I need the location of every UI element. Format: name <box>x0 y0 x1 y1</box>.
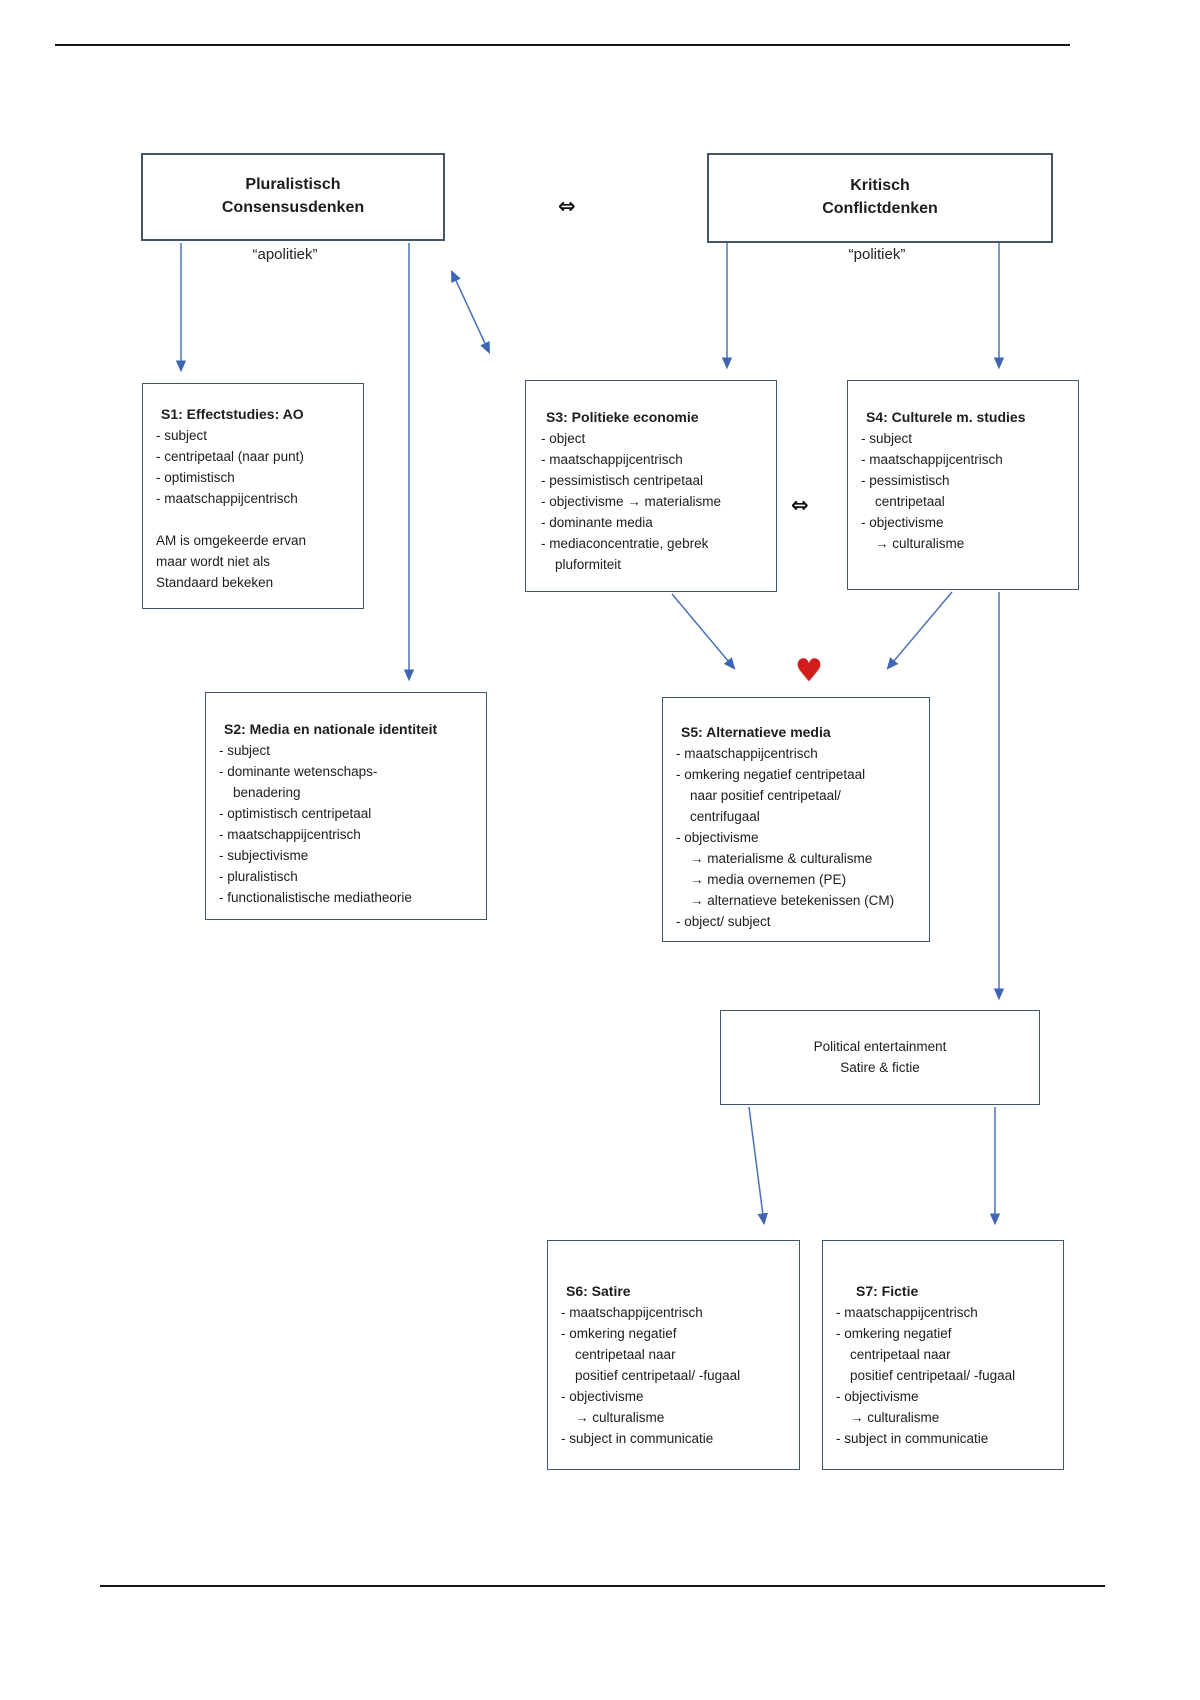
text-line: - optimistisch <box>156 470 235 485</box>
box-s6-satire: S6: Satire - maatschappijcentrisch - omke… <box>547 1240 800 1470</box>
text-line: - subject <box>156 428 208 443</box>
arrow-pe-to-s6 <box>748 1106 768 1226</box>
text-line: Standaard bekeken <box>156 575 274 590</box>
text-line: positief centripetaal/ -fugaal <box>575 1368 741 1383</box>
box-s3-politieke-economie: S3: Politieke economie - object - maatsch… <box>525 380 777 592</box>
text-line: - mediaconcentratie, gebrek <box>541 536 709 551</box>
subtitle-politiek: “politiek” <box>848 246 906 263</box>
text-line: centripetaal naar <box>850 1347 951 1362</box>
text-line: centrifugaal <box>690 809 760 824</box>
text-line: → media overnemen (PE) <box>690 872 847 887</box>
text-line: - pessimistisch centripetaal <box>541 473 704 488</box>
text-line: - objectivisme <box>836 1389 919 1404</box>
text-line: - functionalistische mediatheorie <box>219 890 412 905</box>
arrow-double-diagonal <box>451 269 490 355</box>
text-line: - objectivisme → materialisme <box>541 494 722 509</box>
arrow-s4-to-s5 <box>886 591 953 670</box>
box-s2-title: S2: Media en nationale identiteit <box>224 721 438 737</box>
text-line: - subject <box>219 743 271 758</box>
text-line: Satire & fictie <box>840 1060 920 1075</box>
text-line: - dominante wetenschaps- <box>219 764 378 779</box>
text-line: - object/ subject <box>676 914 771 929</box>
box-s7-title: S7: Fictie <box>856 1283 919 1299</box>
text-line: → culturalisme <box>575 1410 665 1425</box>
equivalence-arrow-icon: ⇔ <box>558 194 576 218</box>
box-s5-title: S5: Alternatieve media <box>681 724 831 740</box>
text-line: - omkering negatief <box>561 1326 677 1341</box>
box-s7-body: - maatschappijcentrisch - omkering negati… <box>836 1302 1050 1449</box>
text-line: - object <box>541 431 586 446</box>
equivalence-arrow-icon: ⇔ <box>791 493 809 517</box>
text-line: Pluralistisch <box>245 176 341 193</box>
bottom-rule <box>100 1585 1105 1588</box>
text-line: - omkering negatief <box>836 1326 952 1341</box>
text-line: positief centripetaal/ -fugaal <box>850 1368 1016 1383</box>
text-line: - subjectivisme <box>219 848 309 863</box>
text-line: - objectivisme <box>861 515 944 530</box>
box-s1-body: - subject - centripetaal (naar punt) - opt… <box>156 425 350 593</box>
text-line: → materialisme & culturalisme <box>690 851 873 866</box>
box-s1-effectstudies: S1: Effectstudies: AO - subject - centrip… <box>142 383 364 609</box>
top-rule <box>55 44 1070 47</box>
arrow-s3-to-s5 <box>671 593 736 670</box>
box-s5-alternatieve-media: S5: Alternatieve media - maatschappijcen… <box>662 697 930 942</box>
text-line: - maatschappijcentrisch <box>676 746 818 761</box>
text-line: → culturalisme <box>875 536 965 551</box>
box-s2-body: - subject - dominante wetenschaps-benader… <box>219 740 473 908</box>
text-line: - subject in communicatie <box>836 1431 989 1446</box>
text-line: AM is omgekeerde ervan <box>156 533 307 548</box>
text-line: - maatschappijcentrisch <box>219 827 361 842</box>
box-s4-title: S4: Culturele m. studies <box>866 409 1026 425</box>
text-line: - subject <box>861 431 913 446</box>
text-line: centripetaal <box>875 494 945 509</box>
text-line: - objectivisme <box>561 1389 644 1404</box>
text-line: naar positief centripetaal/ <box>690 788 841 803</box>
text-line: - centripetaal (naar punt) <box>156 449 304 464</box>
text-line: Political entertainment <box>813 1039 947 1054</box>
text-line: - maatschappijcentrisch <box>836 1305 978 1320</box>
text-line: maar wordt niet als <box>156 554 271 569</box>
text-line: centripetaal naar <box>575 1347 676 1362</box>
text-line: - objectivisme <box>676 830 759 845</box>
text-line: Consensusdenken <box>221 199 365 216</box>
heart-icon: ♥ <box>795 653 823 689</box>
text-line: - maatschappijcentrisch <box>541 452 683 467</box>
text-line: benadering <box>233 785 301 800</box>
text-line: - subject in communicatie <box>561 1431 714 1446</box>
text-line: → alternatieve betekenissen (CM) <box>690 893 895 908</box>
text-line: Conflictdenken <box>822 200 938 217</box>
box-s4-culturele-media-studies: S4: Culturele m. studies - subject - maat… <box>847 380 1079 590</box>
text-line: → culturalisme <box>850 1410 940 1425</box>
text-line: - pluralistisch <box>219 869 298 884</box>
box-s3-title: S3: Politieke economie <box>546 409 699 425</box>
box-s1-title: S1: Effectstudies: AO <box>161 406 304 422</box>
text-line: - pessimistisch <box>861 473 950 488</box>
box-s5-body: - maatschappijcentrisch - omkering negati… <box>676 743 916 932</box>
box-s6-body: - maatschappijcentrisch - omkering negati… <box>561 1302 786 1449</box>
text-line: - dominante media <box>541 515 653 530</box>
text-line: - maatschappijcentrisch <box>156 491 298 506</box>
box-s3-body: - object - maatschappijcentrisch - pessimi… <box>541 428 761 575</box>
text-line: - optimistisch centripetaal <box>219 806 372 821</box>
box-s4-body: - subject - maatschappijcentrisch - pessim… <box>861 428 1065 554</box>
text-line: pluformiteit <box>555 557 622 572</box>
text-line: - maatschappijcentrisch <box>561 1305 703 1320</box>
box-s6-title: S6: Satire <box>566 1283 631 1299</box>
text-line <box>156 509 350 530</box>
text-line: - omkering negatief centripetaal <box>676 767 866 782</box>
box-s7-fictie: S7: Fictie - maatschappijcentrisch - omke… <box>822 1240 1064 1470</box>
subtitle-apolitiek: “apolitiek” <box>252 246 318 263</box>
box-s2-media-nationale-identiteit: S2: Media en nationale identiteit - subj… <box>205 692 487 920</box>
text-line: - maatschappijcentrisch <box>861 452 1003 467</box>
text-line: Kritisch <box>850 177 910 194</box>
